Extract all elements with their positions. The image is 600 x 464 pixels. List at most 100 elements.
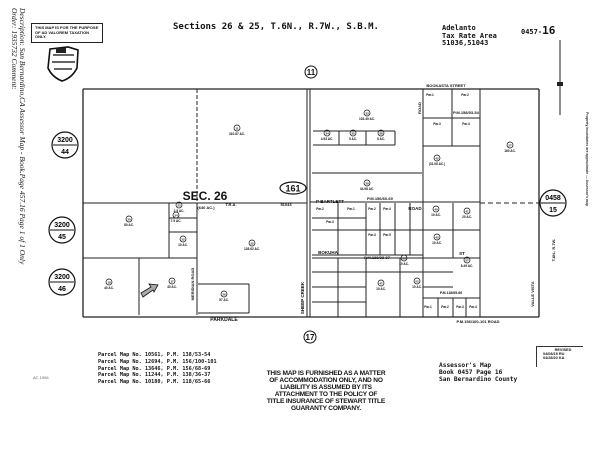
parcel-number: 40 xyxy=(434,208,438,212)
book-reference-top: 0458 xyxy=(545,195,561,202)
parcel-number: 52 xyxy=(415,280,419,284)
parcel-map-entry: Parcel Map No. 10180, P.M. 118/65-66 xyxy=(98,379,211,386)
parcel-number-circle xyxy=(105,278,113,286)
street-label: VALLE VISTA xyxy=(530,281,535,307)
book-reference: 3200 44 xyxy=(51,131,79,159)
sub-parcel-label: Par.2 xyxy=(368,207,376,211)
revised-label: REVISED xyxy=(554,348,572,352)
book-reference-bottom: 44 xyxy=(61,149,69,156)
parcel-number-circle xyxy=(377,129,385,137)
parcel-number-circle xyxy=(172,211,180,219)
parcel-acres: 10 AC. xyxy=(432,241,442,245)
street-label: P.M.158/53-54 xyxy=(453,110,479,115)
revision-date: 04/08/15 RU xyxy=(543,352,565,357)
sub-parcel-label: Par.3 xyxy=(368,233,376,237)
parcel-number-circle xyxy=(363,179,371,187)
page-reference: 17 xyxy=(306,333,315,342)
parcel-map-entry: Parcel Map No. 10561, P.M. 138/53-54 xyxy=(98,352,211,358)
parcel-number-circle xyxy=(463,256,471,264)
route-label: 161 xyxy=(285,184,300,194)
page-number: 0457-16 xyxy=(521,24,555,37)
parcel-acres: 103.49 AC. xyxy=(359,117,375,121)
parcel-number: 18 xyxy=(107,281,111,285)
parcel-acres: 10 AC. xyxy=(431,213,441,217)
tax-rate-area: Adelanto Tax Rate Area 51036,51043 xyxy=(442,24,497,48)
parcel-acres: 80 AC. xyxy=(124,223,134,227)
page-reference-circle xyxy=(303,330,317,344)
book-reference-top: 3200 xyxy=(54,274,70,281)
assessor-line: Assessor's Map xyxy=(439,362,492,369)
parcel-acres: 310.87 AC. xyxy=(229,132,245,136)
parcel-number: 22 xyxy=(181,238,185,242)
parcel-number: 47 xyxy=(379,282,383,286)
parcel-number-circle xyxy=(377,279,385,287)
street-label: PARKDALE xyxy=(210,317,238,323)
street-label: ST xyxy=(459,251,465,256)
parcel-number-circle xyxy=(175,201,183,209)
revision-box: REVISED 04/08/15 RU 04/28/20 KA xyxy=(536,346,583,367)
street-label: MERIDIAN ROAD xyxy=(190,268,195,301)
revision-date: 04/28/20 KA xyxy=(543,356,565,361)
parcel-acres: 40 AC. xyxy=(167,285,177,289)
parcel-acres: 40 AC. xyxy=(104,286,114,290)
parcel-number-circle xyxy=(349,129,357,137)
parcel-map-list: Parcel Map No. 10561, P.M. 138/53-54 Par… xyxy=(98,352,217,386)
sub-parcel-label: Par.2 xyxy=(441,305,449,309)
parcel-acres: 160 AC. xyxy=(504,149,516,153)
parcel-number: 57 xyxy=(465,259,469,263)
street-label: P.M.118/65-66 xyxy=(440,291,462,295)
parcel-acres: 10 AC. xyxy=(412,285,422,289)
tax-rate-codes: 51036,51043 xyxy=(442,39,489,47)
sub-parcel-label: Par.4 xyxy=(469,305,477,309)
assessor-line: Book 0457 Page 16 xyxy=(439,369,503,376)
parcel-acres: 57 AC. xyxy=(219,298,229,302)
parcel-number-circle xyxy=(323,129,331,137)
street-label: BOKUHA xyxy=(318,250,338,255)
parcel-number-circle xyxy=(363,109,371,117)
parcel-number-circle xyxy=(413,277,421,285)
page-prefix: 0457- xyxy=(521,28,543,36)
parcel-number-circle xyxy=(179,235,187,243)
parcel-number: 29 xyxy=(222,293,226,297)
parcel-number: 36 xyxy=(379,132,383,136)
parcel-number-circle xyxy=(125,215,133,223)
sub-parcel-label: Par.1 xyxy=(424,305,432,309)
parcel-number: 11 xyxy=(235,127,239,131)
book-reference-top: 3200 xyxy=(57,137,73,144)
parcel-acres: 4.93 AC. xyxy=(321,137,334,141)
parcel-number: 35 xyxy=(351,132,355,136)
parcel-number: 42 xyxy=(435,157,439,161)
book-reference-bottom: 45 xyxy=(58,234,66,241)
sub-parcel-label: Par.2 xyxy=(461,93,469,97)
parcel-number: 25 xyxy=(250,242,254,246)
parcel-acres: 5 AC. xyxy=(349,137,357,141)
parcel-acres: 128.62 AC. xyxy=(244,247,260,251)
area-name: Adelanto xyxy=(442,24,476,32)
parcel-acres: 20 AC. xyxy=(462,215,472,219)
page-reference: 11 xyxy=(307,68,316,77)
parcel-acres: 34.98 AC. xyxy=(360,187,374,191)
parcel-number-circle xyxy=(506,141,514,149)
sub-parcel-label: Par.5 xyxy=(383,233,391,237)
parcel-acres: 5 AC. xyxy=(377,137,385,141)
parcel-number-circle xyxy=(168,277,176,285)
street-label: P BARTLETT xyxy=(316,199,344,204)
parcel-map-entry: Parcel Map No. 13646, P.M. 156/68-69 xyxy=(98,365,211,372)
sub-parcel-label: Par.3 xyxy=(456,305,464,309)
section-acres: (640 AC.) xyxy=(197,205,215,210)
parcel-number-circle xyxy=(463,207,471,215)
liability-disclaimer: THIS MAP IS FURNISHED AS A MATTER OF ACC… xyxy=(266,370,386,412)
county-seal-icon xyxy=(47,46,79,82)
street-label: P.M.138/33-37 xyxy=(364,255,390,260)
map-title: Sections 26 & 25, T.6N., R.7W., S.B.M. xyxy=(173,22,379,32)
street-label: BOOKASTA STREET xyxy=(426,83,466,88)
sub-parcel-label: Par.3 xyxy=(433,122,441,126)
parcel-map-entry: Parcel Map No. 12694, P.M. 156/100-101 xyxy=(98,358,217,365)
page-reference-circle xyxy=(304,65,318,79)
sub-parcel-label: Par.3 xyxy=(326,220,334,224)
township-note: T.6N., R.7W. xyxy=(551,239,556,261)
